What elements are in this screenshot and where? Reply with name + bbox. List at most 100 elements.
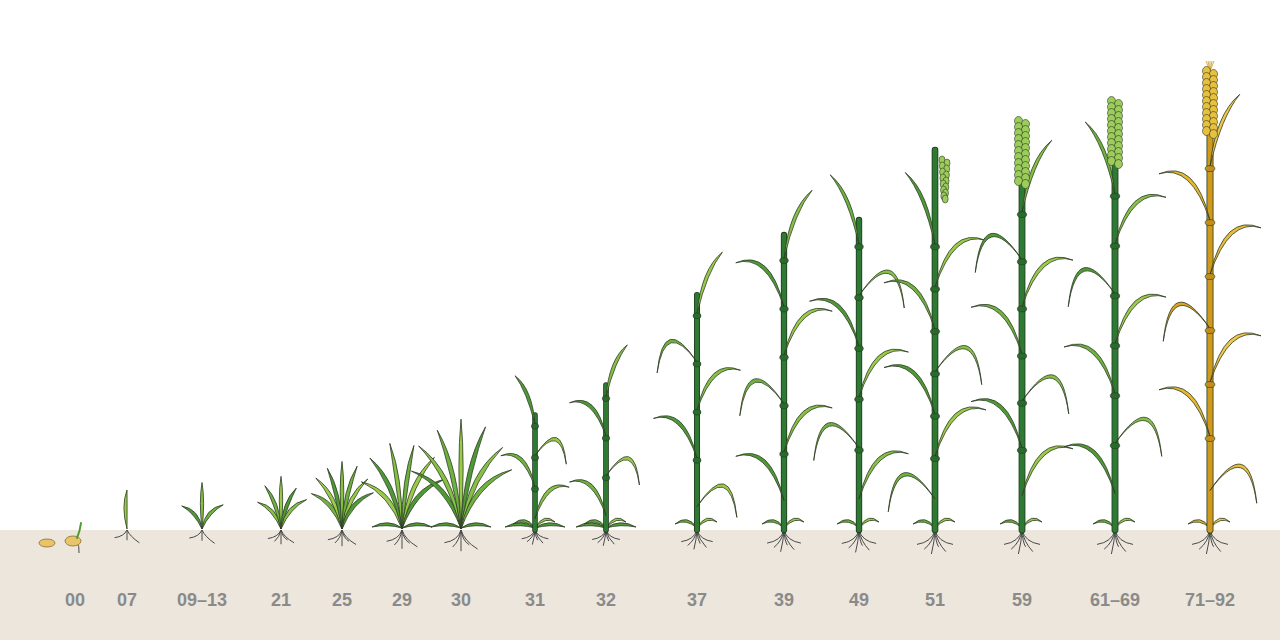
leaf — [1022, 446, 1073, 496]
leaf — [606, 456, 639, 485]
root — [453, 530, 461, 547]
root — [127, 530, 139, 543]
leaf — [569, 480, 606, 516]
root — [202, 530, 215, 543]
root — [268, 530, 281, 539]
root — [767, 530, 784, 543]
stem-node — [1017, 353, 1026, 359]
root — [1097, 530, 1115, 544]
stage-code: 71–92 — [1185, 589, 1235, 611]
ground-band — [0, 530, 1280, 640]
root — [444, 530, 461, 543]
leaf — [1159, 387, 1210, 437]
leaf — [461, 523, 491, 528]
leaf — [461, 470, 512, 529]
stage-code: 09–13 — [177, 589, 227, 611]
leaf — [657, 339, 697, 373]
stem-node — [930, 413, 939, 419]
root — [189, 530, 202, 538]
stem-outline — [1112, 105, 1119, 530]
stage-code: 61–69 — [1090, 589, 1140, 611]
stem-node — [930, 244, 939, 250]
stem-node — [1017, 306, 1026, 312]
leaf — [935, 237, 986, 287]
stage-code: 25 — [332, 589, 352, 611]
stem-outline — [694, 295, 700, 530]
stage-code: 59 — [1012, 589, 1032, 611]
stage-code: 29 — [392, 589, 412, 611]
stage-code: 07 — [117, 589, 137, 611]
leaf — [402, 523, 432, 528]
leaf — [513, 520, 535, 528]
stem-node — [602, 435, 609, 441]
root — [1206, 530, 1210, 554]
stem-node — [1205, 220, 1215, 226]
stem-node — [1017, 400, 1026, 406]
leaf — [830, 175, 859, 245]
stem-node — [1205, 274, 1215, 280]
stem-node — [930, 371, 939, 377]
leaf — [1210, 464, 1257, 503]
leaf — [1210, 94, 1240, 166]
stem-node — [693, 409, 701, 415]
root — [842, 530, 859, 543]
leaf — [697, 484, 737, 518]
leaf — [762, 520, 784, 528]
leaf — [281, 500, 307, 529]
leaf — [1210, 225, 1261, 275]
leaf — [327, 468, 342, 529]
stem-node — [1110, 293, 1119, 299]
leaf — [1022, 140, 1052, 212]
root — [461, 530, 478, 549]
root — [274, 530, 281, 541]
leaf — [784, 308, 832, 355]
stem-node — [1017, 259, 1026, 265]
leaf — [606, 518, 626, 528]
leaf — [653, 416, 697, 459]
stem-outline — [856, 220, 862, 530]
leaf — [182, 506, 202, 529]
leaf — [584, 520, 606, 528]
stem-node — [1205, 436, 1215, 442]
stage-code: 30 — [451, 589, 471, 611]
stem-node — [693, 361, 701, 367]
root — [1022, 530, 1040, 544]
leaf — [606, 345, 627, 397]
stage-code: 39 — [774, 589, 794, 611]
stem-outline — [1207, 75, 1214, 530]
leaf — [697, 252, 722, 314]
leaf — [859, 349, 908, 397]
leaf — [1163, 302, 1210, 341]
stem-node — [1110, 343, 1119, 349]
stage-code: 32 — [596, 589, 616, 611]
stem-node — [1205, 328, 1215, 334]
stage-code: 37 — [687, 589, 707, 611]
leaf — [736, 260, 784, 307]
leaf — [884, 364, 935, 414]
leaf — [884, 280, 935, 330]
stem-node — [1205, 382, 1215, 388]
leaf — [569, 400, 606, 436]
leaf — [814, 423, 859, 461]
root — [1004, 530, 1022, 544]
seed — [65, 536, 81, 546]
root — [917, 530, 935, 544]
stem-node — [531, 455, 538, 461]
stem-node — [780, 451, 788, 457]
stage-code: 00 — [65, 589, 85, 611]
leaf — [971, 304, 1022, 354]
grain — [1210, 130, 1218, 139]
root — [1018, 530, 1022, 554]
leaf — [740, 379, 784, 416]
stage-code: 51 — [925, 589, 945, 611]
leaf — [515, 376, 535, 424]
grain — [942, 195, 948, 203]
stem-node — [1017, 212, 1026, 218]
leaf — [905, 173, 935, 245]
leaf — [202, 505, 223, 529]
stem-node — [930, 456, 939, 462]
root — [281, 530, 294, 543]
seed — [39, 539, 55, 547]
